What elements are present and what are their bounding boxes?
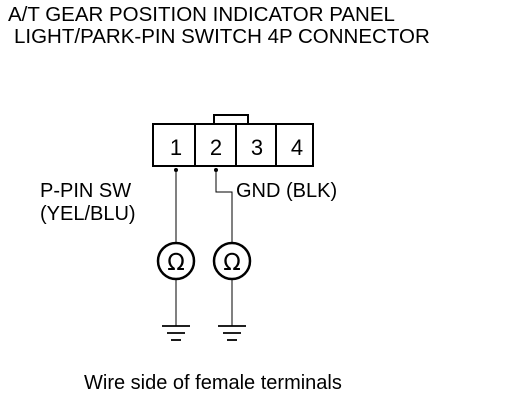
pin-1-wire [174,168,178,243]
ohmmeter-icon: Ω [156,241,196,281]
p-pin-switch-label: P-PIN SW [40,180,132,202]
ohm-symbol-2: Ω [223,250,241,276]
pin-3-label: 3 [251,135,263,160]
pin-1-label: 1 [170,135,182,160]
diagram-title-line-2: LIGHT/PARK-PIN SWITCH 4P CONNECTOR [14,25,430,48]
ground-label: GND (BLK) [236,180,338,202]
pin-2-label: 2 [210,135,222,160]
pin-2-wire [214,168,233,243]
diagram-title-line-1: A/T GEAR POSITION INDICATOR PANEL [8,3,395,26]
pin-4-label: 4 [291,135,303,160]
ohmmeter-icon: Ω [212,241,252,281]
ground-icon [218,325,246,341]
ground-icon [162,325,190,341]
ohm-symbol-1: Ω [167,250,185,276]
p-pin-wire-color-label: (YEL/BLU) [40,203,136,225]
connector-lock-tab [213,114,249,124]
diagram-caption: Wire side of female terminals [84,372,342,394]
connector-body [152,123,314,167]
